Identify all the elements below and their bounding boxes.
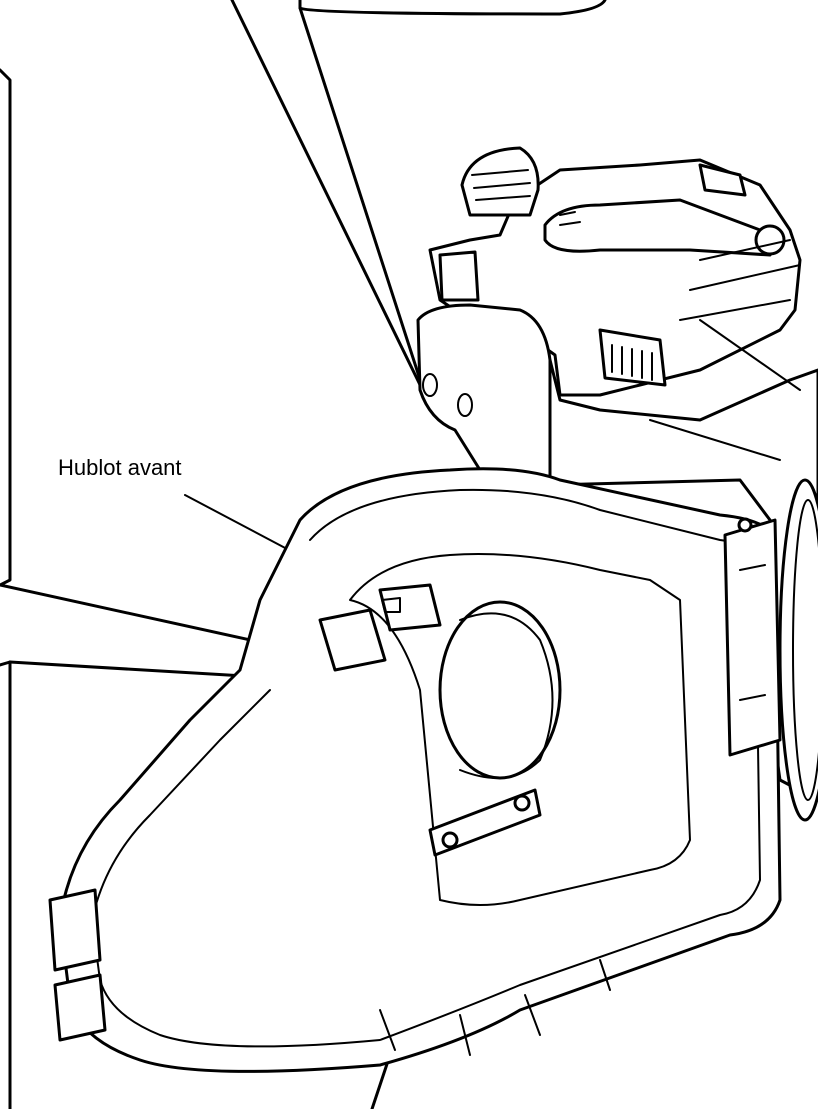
leader-lines-top (230, 0, 427, 397)
top-handle (428, 146, 802, 397)
front-plate (416, 303, 552, 492)
front-window-label: Hublot avant (58, 455, 182, 480)
main-housing (48, 467, 782, 1073)
callout-frame (0, 0, 607, 1111)
body-right (548, 319, 818, 822)
